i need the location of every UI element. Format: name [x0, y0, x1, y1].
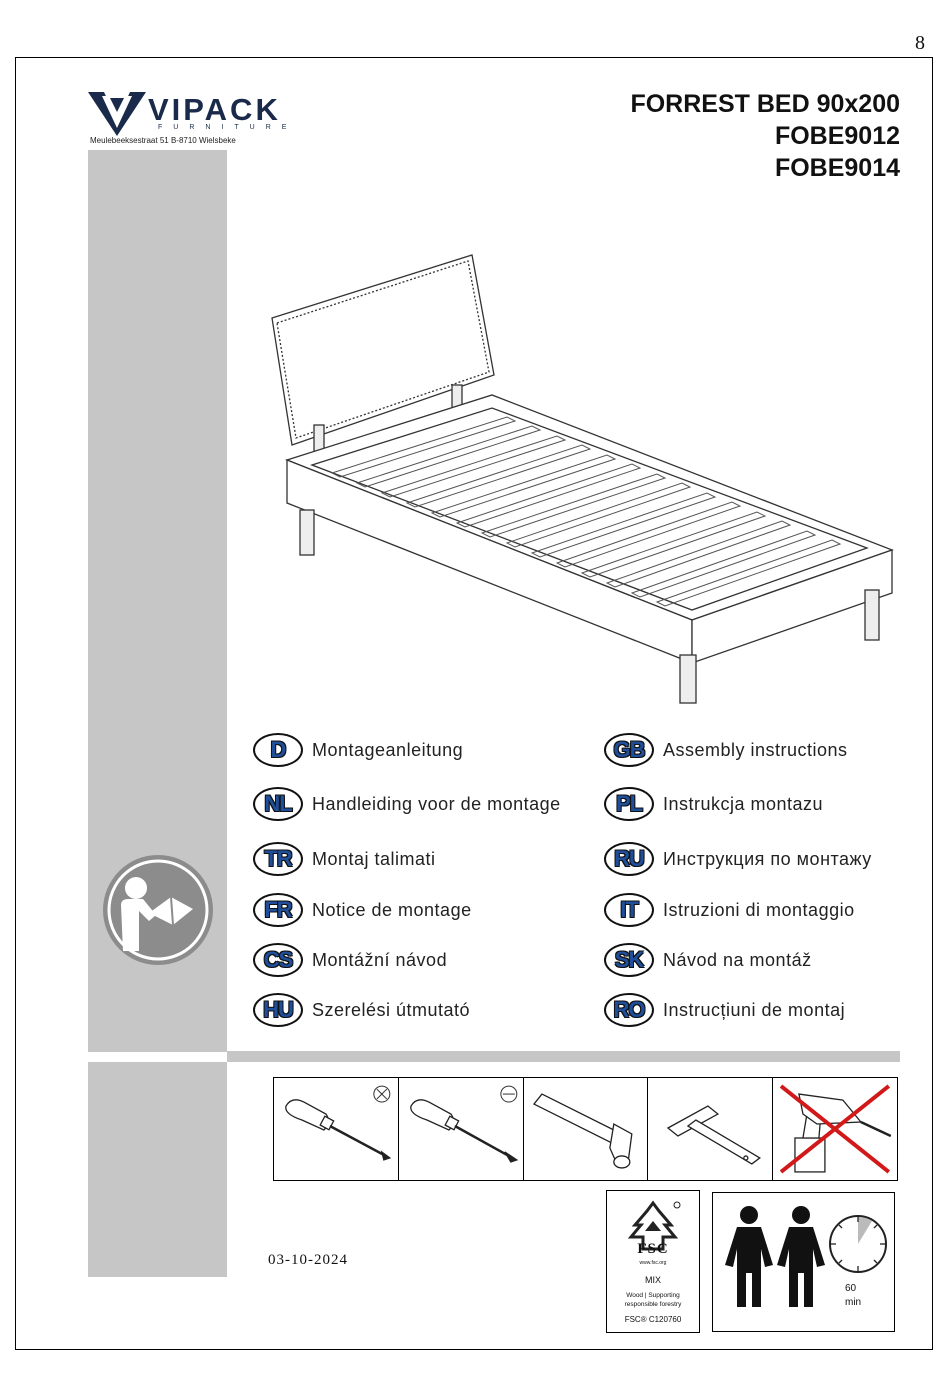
language-item: RU Инструкция по монтажу	[604, 842, 872, 876]
brand-logo: VIPACK FURNITURE Meulebeeksestraat 51 B-…	[88, 90, 288, 150]
fsc-mix: MIX	[644, 1275, 661, 1285]
language-item: PL Instrukcja montazu	[604, 787, 823, 821]
fsc-wordmark: FSC	[637, 1241, 669, 1257]
fsc-tree-icon	[627, 1200, 681, 1251]
two-persons-icon	[725, 1206, 825, 1307]
language-badge: CS	[253, 943, 303, 977]
fsc-label: FSC www.fsc.org MIX Wood | Supporting re…	[606, 1190, 700, 1333]
assembly-time-unit: min	[845, 1297, 862, 1308]
product-name: FORREST BED 90x200	[630, 90, 900, 118]
flat-screwdriver-icon	[409, 1085, 519, 1163]
language-badge: IT	[604, 893, 654, 927]
language-badge: D	[253, 733, 303, 767]
language-badge: RO	[604, 993, 654, 1027]
tool-cell	[773, 1078, 897, 1180]
document-date: 03-10-2024	[268, 1252, 348, 1268]
language-text: Szerelési útmutató	[312, 999, 471, 1020]
language-item: HU Szerelési útmutató	[253, 993, 470, 1027]
language-badge: SK	[604, 943, 654, 977]
vipack-mark-icon	[88, 92, 146, 136]
language-item: CS Montážní návod	[253, 943, 447, 977]
product-code: FOBE9012	[774, 122, 900, 150]
language-item: RO Instrucțiuni de montaj	[604, 993, 845, 1027]
no-power-drill-icon	[779, 1084, 892, 1174]
language-text: Istruzioni di montaggio	[663, 899, 855, 920]
brand-subtitle: FURNITURE	[158, 124, 298, 131]
tools-row	[273, 1077, 898, 1181]
language-item: TR Montaj talimati	[253, 842, 436, 876]
tool-cell	[399, 1078, 524, 1180]
assembly-time-value: 60	[845, 1283, 857, 1294]
clock-icon	[829, 1215, 887, 1273]
language-item: IT Istruzioni di montaggio	[604, 893, 855, 927]
tool-cell	[524, 1078, 649, 1180]
language-text: Montaj talimati	[312, 848, 436, 869]
language-text: Assembly instructions	[663, 739, 848, 760]
bed-illustration	[271, 254, 894, 704]
language-item: FR Notice de montage	[253, 893, 472, 927]
language-item: D Montageanleitung	[253, 733, 463, 767]
phillips-screwdriver-icon	[285, 1085, 392, 1161]
hammer-icon	[532, 1093, 633, 1169]
language-badge: HU	[253, 993, 303, 1027]
square-ruler-icon	[667, 1105, 762, 1165]
language-badge: FR	[253, 893, 303, 927]
assembly-requirements: 60 min	[712, 1192, 895, 1332]
language-text: Инструкция по монтажу	[663, 848, 872, 869]
language-text: Montážní návod	[312, 949, 448, 970]
language-item: SK Návod na montáž	[604, 943, 812, 977]
tool-cell	[274, 1078, 399, 1180]
language-text: Instrukcja montazu	[663, 793, 824, 814]
language-text: Návod na montáž	[663, 949, 812, 970]
page-frame	[15, 57, 933, 1350]
fsc-claim: Wood | Supporting	[626, 1292, 680, 1299]
divider-bar	[227, 1051, 900, 1062]
fsc-claim: responsible forestry	[624, 1301, 682, 1308]
language-item: GB Assembly instructions	[604, 733, 848, 767]
product-code: FOBE9014	[774, 154, 900, 182]
brand-name: VIPACK	[148, 92, 281, 127]
language-item: NL Handleiding voor de montage	[253, 787, 561, 821]
language-text: Instrucțiuni de montaj	[663, 999, 846, 1020]
read-instructions-icon	[103, 855, 213, 965]
side-band-bottom	[88, 1062, 227, 1277]
fsc-license: FSC® C120760	[624, 1315, 682, 1324]
language-text: Montageanleitung	[312, 739, 464, 760]
language-badge: NL	[253, 787, 303, 821]
language-badge: RU	[604, 842, 654, 876]
page-number: 8	[915, 32, 925, 54]
tool-cell	[648, 1078, 774, 1180]
language-badge: TR	[253, 842, 303, 876]
fsc-url: www.fsc.org	[639, 1260, 667, 1266]
brand-address: Meulebeeksestraat 51 B-8710 Wielsbeke	[90, 136, 236, 145]
language-badge: GB	[604, 733, 654, 767]
product-titles: FORREST BED 90x200 FOBE9012 FOBE9014	[630, 88, 900, 184]
language-badge: PL	[604, 787, 654, 821]
language-text: Notice de montage	[312, 899, 472, 920]
language-text: Handleiding voor de montage	[312, 793, 561, 814]
